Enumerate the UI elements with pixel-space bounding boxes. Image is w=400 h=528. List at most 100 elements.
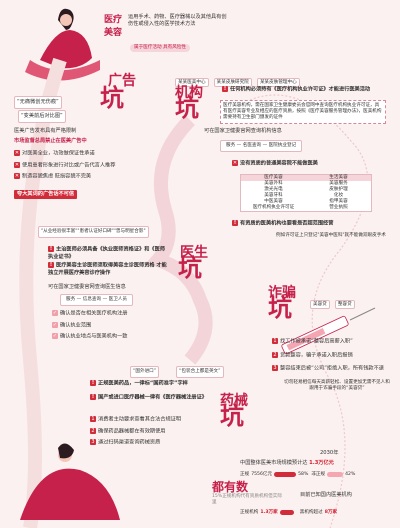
fraud-header: 诈骗 [268,282,296,302]
drug-title: 药械 [220,393,248,409]
doctor-rule2: !医疗美容主诊医师须取得美容主诊医师资格 才能独立开展医疗美容诊疗操作 [48,262,167,276]
fraud-chip: 整容贷 [334,300,355,309]
drug-quote2: “包装合上都是英文” [176,366,224,378]
doctor-items: ✓确认是否在相关医疗机构注册 ✓确认执业范围 ✓确认执业地点与医美机构一致 [52,310,172,341]
org-title-big: 坑 [175,93,199,122]
table-row: 中医美容指甲美容 [264,198,348,204]
org-query: 服务 — 名医查询 — 医院执业登记 [220,140,303,152]
alert-icon: ! [48,262,54,268]
intro-section: 医疗 美容 [104,12,122,38]
doctor-title-big: 坑 [178,253,202,282]
fraud-title-big: 坑 [268,293,292,322]
org-rule: !任何机构必须持有《医疗机构执业许可证》才能进行医美活动 [222,86,371,93]
alert-icon: ! [48,246,54,252]
illegit-bar [327,472,344,478]
org-chips: 某某医美中心 某某皮肤研究院 某某皮肤管理中心 [175,68,300,87]
ad-text2: 市场监督总局禁止在医美广告中 [14,138,87,144]
ad-title: 广告 [108,73,136,89]
org-header: 机构 [175,82,203,102]
ad-item: ✕对医美全业，功效做保证性承诺 [14,150,95,157]
drug-title-big: 坑 [220,401,244,430]
ad-title-big: 坑 [100,83,124,112]
legit-org-bar [279,510,294,516]
org-no-qual: ✕没有资质的普通美容院不能做医美 [232,160,318,167]
doctor-site-text: 可在国家卫健委官网查询医生信息 [48,284,126,290]
list-item: ✓确认执业范围 [52,321,92,329]
step-2-icon: 2 [90,427,96,434]
intro-title-line1: 医疗 [104,15,123,25]
table-row: 美容牙科化妆 [264,192,344,198]
doctor-title: 医生 [180,245,208,261]
intro-title-line2: 美容 [104,28,123,38]
alert-icon: ! [90,380,96,386]
drug-header: 药械 [220,390,248,410]
step-1-icon: 1 [90,416,96,422]
syringe-illustration [281,307,376,355]
check-icon: ✓ [52,321,58,328]
intro-description: 运用手术、药物、医疗器械以及其他具有创伤性或侵入性的医学技术方法 [128,14,227,28]
x-icon: ✕ [14,150,20,156]
check-icon: ✓ [52,310,58,316]
brand-logo: 都有数 [212,480,249,494]
doctor-rule1: !主治医师必须具备《执业医师资格证》和《医师执业证书》 [48,246,165,260]
stats-row1: 正规 7556亿元 58% 非正规 42% [240,472,356,478]
step-1-icon: 1 [272,338,278,344]
stats-year: 2030年 [320,450,339,456]
org-chip: 某某医美中心 [175,78,209,87]
step-3-icon: 3 [90,439,96,446]
ad-header: 广告 [108,70,136,90]
fraud-warning-text: 切勿轻易相信每天高薪轻松、设置更加无需不见人和跟用于诈骗手段的“美容贷” [284,380,390,391]
intro-tag: 属于医疗活动 具有风险性 [130,44,190,52]
drug-rule2: !国产或进口医疗器械一律有《医疗器械注册证》 [90,394,207,401]
doctor-quote: "从业经验很丰富""患者认证好口碑""曾与明星合影" [38,226,149,238]
stats-note: 15%正规机构代有资质机构但实际里 [212,494,282,505]
org-chip: 某某皮肤研究院 [213,78,252,87]
doctor-header: 医生 [180,242,208,262]
stats-header: 中国整体医美市场规模预计达 1.3万亿元 [240,460,334,466]
fraud-chip: 美容贷 [310,300,330,309]
list-item: ✓确认是否在相关医疗机构注册 [52,310,128,317]
drug-quote1: “国外进口” [130,366,160,378]
ad-quote2: “变美前后对比图” [18,110,66,124]
stats-row2: 正规机构 1.3万家 黑机构超过 8万家 [240,510,338,516]
doctor-query: 服务 — 信息查询 — 医卫人员 [60,294,134,306]
org-example: 例如许可证上只登记"美容中医科"就不能做双眼皮手术 [276,233,386,238]
ad-quote1: “无痛微创无伤痕” [14,96,62,110]
list-item: ✓确认执业地点与医美机构一致 [52,333,128,340]
check-icon: ✓ [52,333,58,340]
table-row: 美容外科美容服务 [264,180,348,186]
org-table: 医疗美容 生活美容 美容外科美容服务 激光光电皮肤护理 美容牙科化妆 中医美容指… [240,174,372,212]
table-row: 医疗机构执业许可证营业执照 [252,204,348,210]
x-icon: ✕ [232,160,238,166]
step-3-icon: 3 [272,365,278,372]
alert-icon: ! [90,394,96,400]
ad-items: ✕对医美全业，功效做保证性承诺 ✕使用患者形象进行对比或广告代言人推荐 ✕制造容… [14,150,134,181]
ad-item: ✕使用患者形象进行对比或广告代言人推荐 [14,161,116,169]
org-chip: 某某皮肤管理中心 [256,78,300,87]
fraud-chips: 美容贷 整容贷 [310,290,355,309]
alert-icon: ! [222,86,228,92]
bottom-woman-illustration [20,443,120,520]
org-table-header: 医疗美容 生活美容 [241,175,371,181]
step-2-icon: 2 [272,351,278,358]
stats-table-title: 目前已知国内医美机构 [300,492,352,498]
org-title: 机构 [175,85,203,101]
fraud-title: 诈骗 [268,285,296,301]
ad-text1: 医美广告发布具有严格限制 [14,128,77,134]
org-site-text: 可在国家卫健委官网查询机构信息 [204,128,282,134]
x-icon: ✕ [14,161,20,168]
ad-item: ✕制造容貌焦虑 贬损容貌不完美 [14,173,92,180]
ad-warning: 夸大其词的广告话不可信 [14,190,78,200]
drug-rule1: !正规医美药品，一律标“国药准字”字样 [90,380,188,387]
alert-icon: ! [232,220,238,226]
x-icon: ✕ [14,173,20,180]
